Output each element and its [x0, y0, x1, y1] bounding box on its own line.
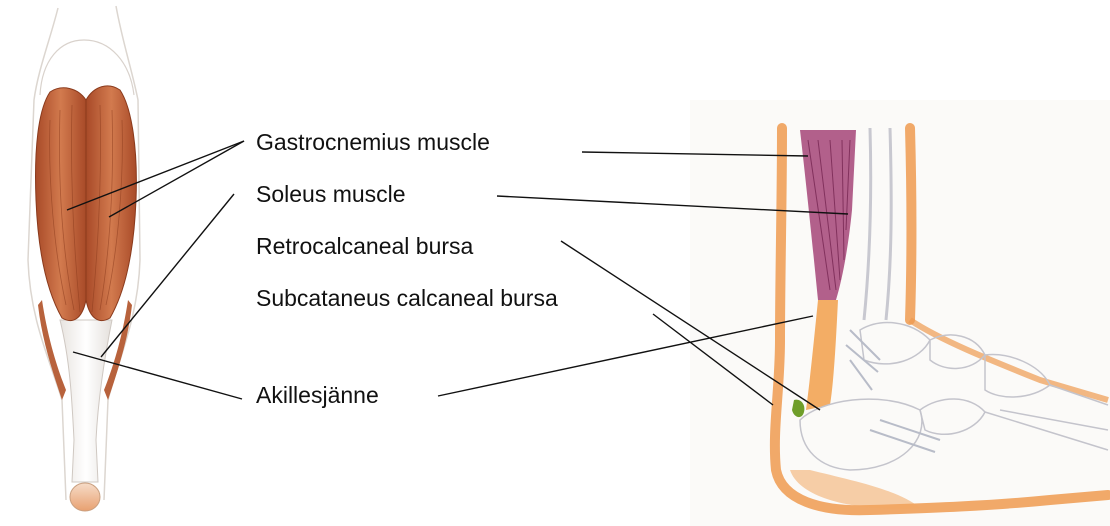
anterior-leg-edge: [910, 128, 912, 320]
label-retrocalcaneal-bursa: Retrocalcaneal bursa: [256, 235, 473, 258]
ankle-illustration: [690, 100, 1110, 526]
knee-outline: [40, 40, 134, 95]
heel-tip: [70, 483, 100, 511]
calf-illustration: [28, 6, 140, 511]
label-achilles-tendon: Akillesjänne: [256, 384, 379, 407]
label-subcutaneous-bursa: Subcataneus calcaneal bursa: [256, 287, 558, 310]
achilles-tendon-shape: [60, 320, 112, 482]
label-soleus: Soleus muscle: [256, 183, 406, 206]
label-gastrocnemius: Gastrocnemius muscle: [256, 131, 490, 154]
ankle-paper: [690, 100, 1110, 526]
